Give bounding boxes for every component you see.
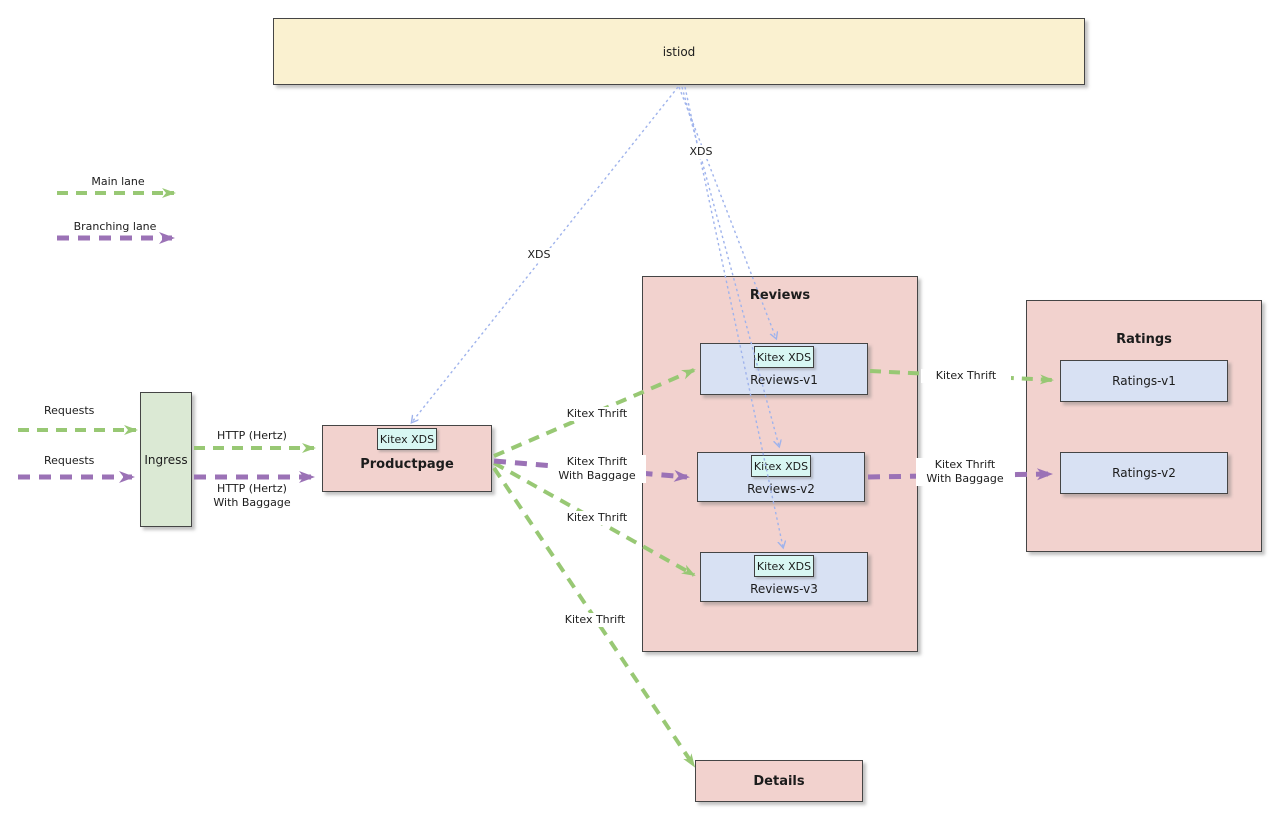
kitex-thrift-baggage-label: Kitex Thrift With Baggage (548, 455, 646, 483)
kitex-xds-label: Kitex XDS (379, 432, 435, 446)
xds-productpage-label: XDS (522, 248, 556, 262)
ratings-v1-label: Ratings-v1 (1112, 374, 1176, 388)
ingress-node: Ingress (140, 392, 192, 527)
ratings-v2-label: Ratings-v2 (1112, 466, 1176, 480)
xds-reviews-label: XDS (684, 145, 718, 159)
legend-main-lane-label: Main lane (91, 175, 145, 188)
kitex-thrift-ratings-baggage-label: Kitex Thrift With Baggage (916, 458, 1014, 486)
reviews-v3-label: Reviews-v3 (750, 582, 818, 596)
requests-branch-label: Requests (44, 454, 95, 467)
reviews-v1-kitex-xds-badge: Kitex XDS (754, 346, 814, 368)
http-hertz-label: HTTP (Hertz) (217, 429, 287, 442)
reviews-v3-kitex-xds-badge: Kitex XDS (754, 555, 814, 577)
reviews-v1-node: Kitex XDS Reviews-v1 (700, 343, 868, 395)
kitex-thrift-ratings-label: Kitex Thrift (921, 369, 1011, 383)
reviews-v1-label: Reviews-v1 (750, 373, 818, 387)
details-node: Details (695, 760, 863, 802)
kitex-thrift-details-label: Kitex Thrift (550, 613, 640, 627)
kitex-xds-label: Kitex XDS (756, 350, 812, 364)
productpage-label: Productpage (360, 457, 454, 472)
istiod-label: istiod (662, 44, 696, 59)
details-label: Details (753, 773, 805, 789)
reviews-v2-label: Reviews-v2 (747, 482, 815, 496)
kitex-xds-label: Kitex XDS (753, 459, 809, 473)
ratings-v1-node: Ratings-v1 (1060, 360, 1228, 402)
requests-main-label: Requests (44, 404, 95, 417)
reviews-v2-kitex-xds-badge: Kitex XDS (751, 455, 811, 477)
ingress-label: Ingress (144, 452, 188, 467)
istiod-node: istiod (273, 18, 1085, 85)
legend-branching-lane-label: Branching lane (73, 220, 157, 233)
kitex-xds-label: Kitex XDS (756, 559, 812, 573)
kitex-thrift-v1-label: Kitex Thrift (552, 407, 642, 421)
http-hertz-baggage-label: HTTP (Hertz) With Baggage (213, 482, 291, 509)
productpage-node: Kitex XDS Productpage (322, 425, 492, 492)
reviews-v3-node: Kitex XDS Reviews-v3 (700, 552, 868, 602)
ratings-v2-node: Ratings-v2 (1060, 452, 1228, 494)
productpage-kitex-xds-badge: Kitex XDS (377, 428, 437, 450)
reviews-group-label: Reviews (749, 288, 811, 303)
kitex-thrift-v3-label: Kitex Thrift (552, 511, 642, 525)
ratings-group-label: Ratings (1116, 332, 1172, 347)
ratings-group: Ratings (1026, 300, 1262, 552)
reviews-v2-node: Kitex XDS Reviews-v2 (697, 452, 865, 502)
